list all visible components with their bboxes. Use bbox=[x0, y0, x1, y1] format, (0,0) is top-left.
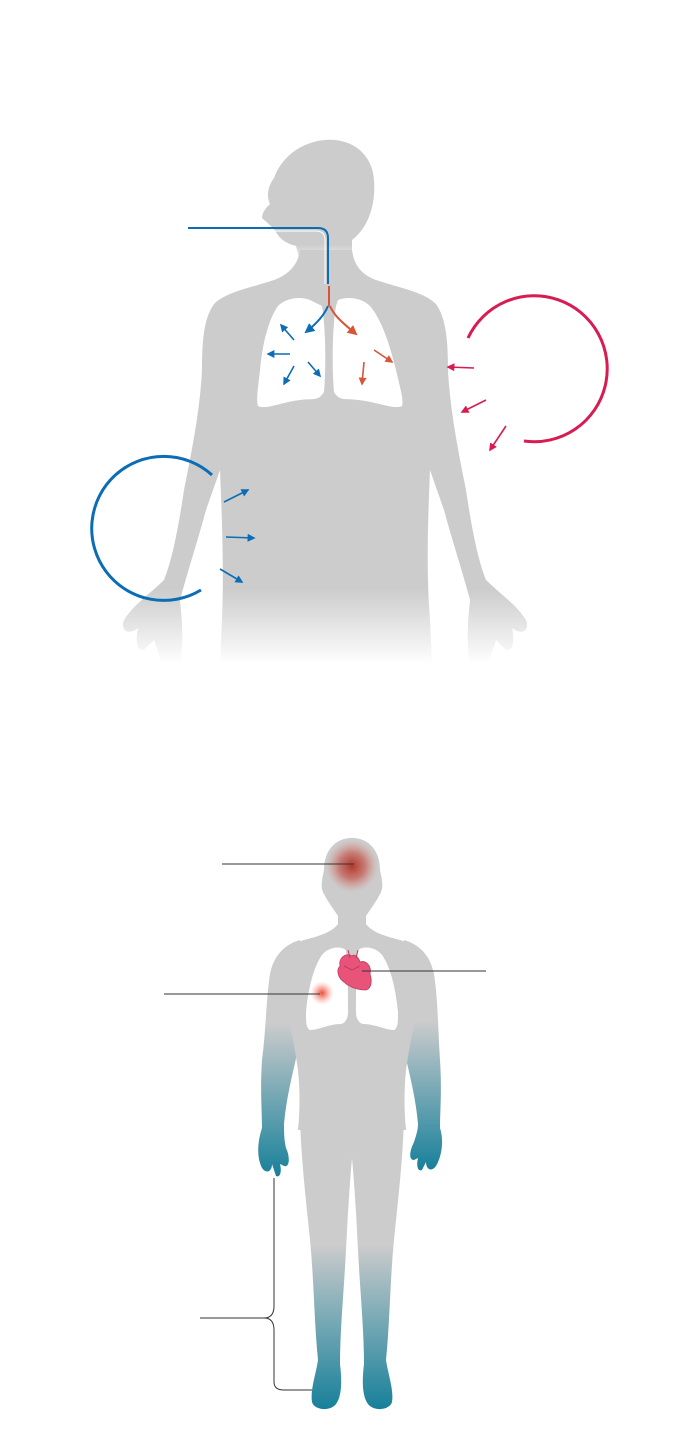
lung-arrow-blue bbox=[283, 365, 295, 386]
figure-legs bbox=[300, 1110, 404, 1410]
lung-arrow-blue bbox=[307, 361, 322, 378]
lung-spot bbox=[310, 981, 334, 1005]
lung-arrow-red bbox=[373, 349, 394, 363]
torso-head bbox=[262, 139, 375, 268]
airway-tube-blue bbox=[188, 227, 329, 284]
arm-arrow-blue bbox=[219, 568, 244, 583]
legs-bracket bbox=[200, 1178, 312, 1391]
leader-lines bbox=[164, 863, 486, 1391]
full-body-figure bbox=[258, 838, 443, 1410]
bronchus-right bbox=[329, 305, 358, 336]
torso-body bbox=[122, 250, 528, 664]
arm-arrow-blue bbox=[225, 533, 256, 542]
arm-arrow-crimson bbox=[489, 425, 507, 452]
circulation-loop-crimson bbox=[466, 294, 609, 444]
circulation-arrows-blue bbox=[219, 489, 256, 583]
deoxygenated-arrows bbox=[266, 323, 322, 386]
heart-vessels bbox=[343, 949, 361, 971]
heart-icon bbox=[337, 954, 372, 991]
lung-arrow-blue bbox=[279, 323, 295, 341]
upper-torso-figure bbox=[90, 139, 609, 664]
arm-arrow-crimson bbox=[446, 363, 475, 372]
airway-tube-inner bbox=[188, 230, 326, 284]
circulation-loop-blue bbox=[90, 454, 214, 602]
arm-arrow-blue bbox=[223, 489, 250, 503]
figure-torso bbox=[284, 924, 420, 1130]
bronchus-left bbox=[304, 305, 329, 334]
circulation-arrows-crimson bbox=[446, 363, 507, 452]
lung-arrow-red bbox=[358, 361, 367, 386]
arm-arrow-crimson bbox=[460, 399, 487, 413]
figure-lungs-icon bbox=[306, 947, 398, 1030]
oxygenated-arrows bbox=[358, 349, 394, 386]
brain-glow bbox=[326, 840, 378, 892]
